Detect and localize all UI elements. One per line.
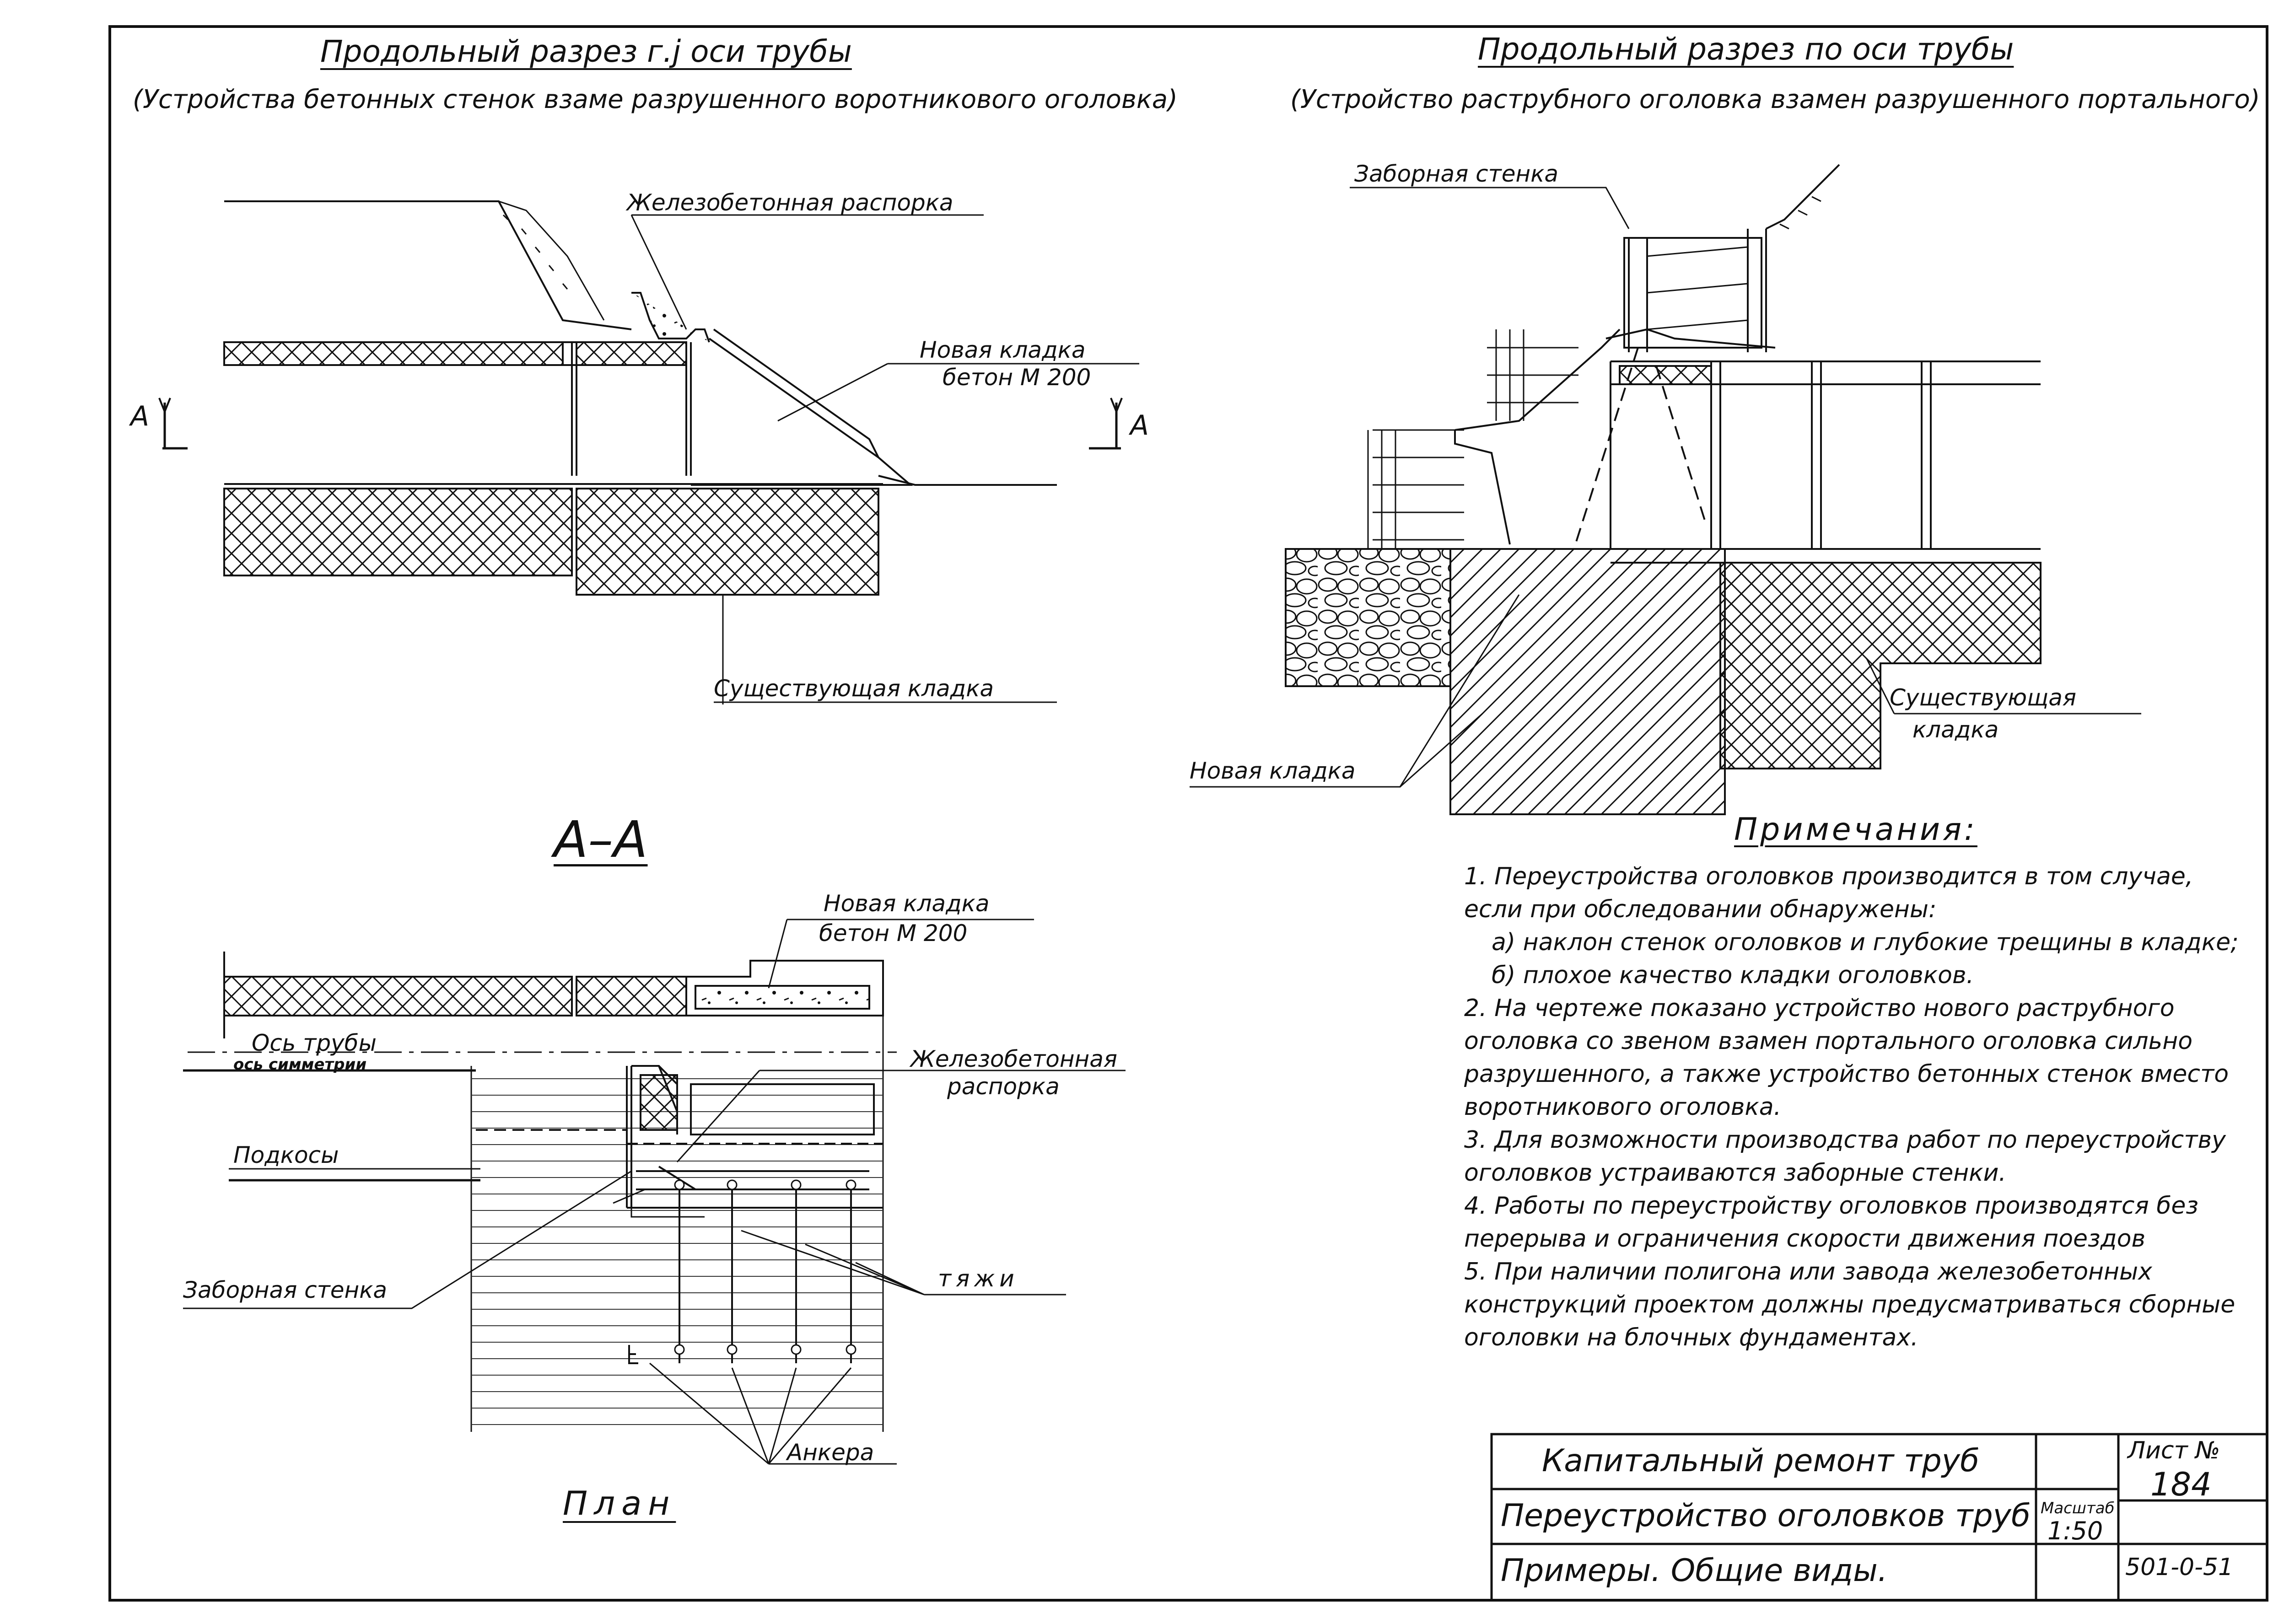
note-item: 1. Переустройства оголовков производится… xyxy=(1464,863,2193,923)
label-braces: Подкосы xyxy=(233,1142,339,1168)
right-section-subtitle: (Устройство раструбного оголовка взамен … xyxy=(1290,85,2260,114)
title-block-frame xyxy=(1490,1433,2268,1602)
note-item: 5. При наличии полигона или завода желез… xyxy=(1464,1258,2236,1351)
label-new-masonry-grade: бетон М 200 xyxy=(943,364,1091,391)
label-pipe-axis: Ось трубы xyxy=(252,1030,377,1056)
section-aa-title: А–А xyxy=(554,810,648,869)
plan-label-strut-2: распорка xyxy=(947,1073,1060,1100)
label-symmetry-axis: ось симметрии xyxy=(233,1055,367,1074)
sheet-number: 184 xyxy=(2150,1466,2212,1503)
label-existing-masonry-right-2: кладка xyxy=(1912,716,1999,743)
right-section-title: Продольный разрез по оси трубы xyxy=(1478,32,2014,67)
sheet-label: Лист № xyxy=(2128,1437,2220,1464)
plan-label-new-masonry-grade: бетон М 200 xyxy=(819,920,968,946)
doc-code: 501-0-51 xyxy=(2125,1554,2234,1581)
section-mark-a-left: А xyxy=(130,400,150,432)
label-fence-wall: Заборная стенка xyxy=(1354,161,1559,187)
scale-label: Масштаб xyxy=(2041,1499,2115,1517)
tie-rods xyxy=(628,1179,856,1364)
section-mark-a-right: А xyxy=(1130,409,1149,441)
right-section-drawing xyxy=(1190,164,2141,815)
left-section-subtitle: (Устройства бетонных стенок взаме разруш… xyxy=(133,85,1178,114)
label-anchors: Анкера xyxy=(787,1439,874,1466)
label-new-masonry: Новая кладка xyxy=(920,337,1086,363)
left-section-title: Продольный разрез г.ј оси трубы xyxy=(320,34,852,69)
sheet-frame xyxy=(108,25,2268,1602)
notes-list: 1. Переустройства оголовков производится… xyxy=(1464,860,2242,1354)
note-item: 3. Для возможности производства работ по… xyxy=(1464,1126,2226,1187)
label-strut: Железобетонная распорка xyxy=(627,189,953,216)
title-block-row3: Примеры. Общие виды. xyxy=(1501,1553,1888,1589)
label-tie-rods: тяжи xyxy=(938,1265,1019,1292)
note-item: 4. Работы по переустройству оголовков пр… xyxy=(1464,1192,2198,1253)
label-existing-masonry: Существующая кладка xyxy=(714,675,994,702)
note-item: а) наклон стенок оголовков и глубокие тр… xyxy=(1492,929,2239,956)
plan-title: План xyxy=(563,1484,676,1522)
title-block-row1: Капитальный ремонт труб xyxy=(1542,1443,1979,1479)
note-item: 2. На чертеже показано устройство нового… xyxy=(1464,995,2229,1121)
label-existing-masonry-right: Существующая xyxy=(1890,684,2076,711)
scale-value: 1:50 xyxy=(2047,1516,2103,1545)
left-section-drawing xyxy=(158,200,1139,704)
plan-drawing xyxy=(183,919,1126,1465)
label-new-masonry-right: Новая кладка xyxy=(1190,758,1356,784)
plan-label-fence-wall: Заборная стенка xyxy=(183,1277,388,1303)
title-block-row2: Переустройство оголовков труб xyxy=(1501,1498,2031,1534)
note-item: б) плохое качество кладки оголовков. xyxy=(1492,962,1974,989)
plan-label-new-masonry: Новая кладка xyxy=(824,890,990,917)
notes-heading: Примечания: xyxy=(1734,812,1977,848)
plan-label-strut: Железобетонная xyxy=(910,1046,1117,1072)
